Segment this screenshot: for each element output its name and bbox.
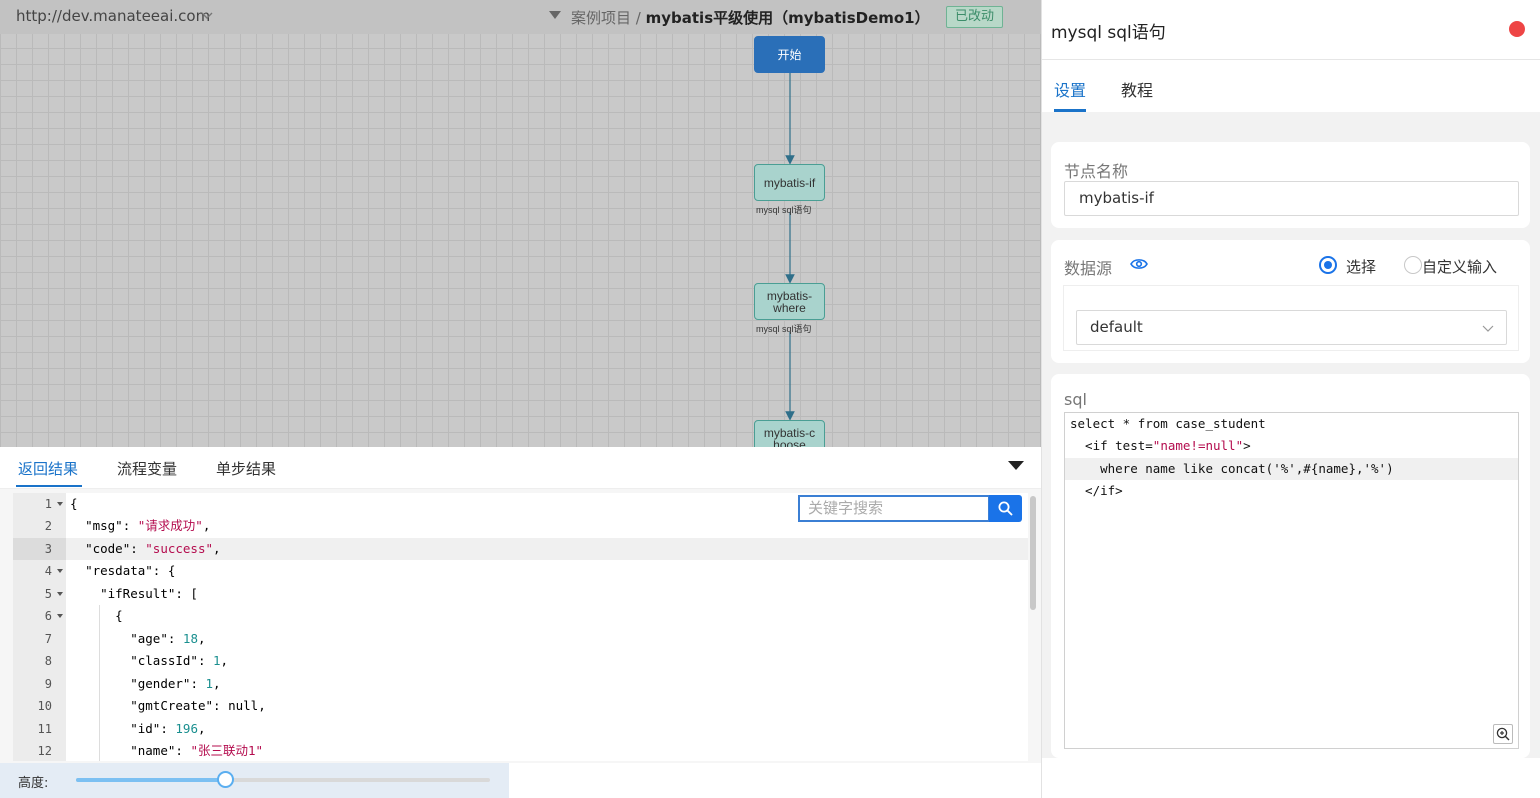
line-number: 3 — [13, 538, 66, 560]
breadcrumb-project[interactable]: 案例项目 — [571, 9, 632, 27]
keyword-search-input[interactable]: 关键字搜索 — [798, 495, 990, 522]
code-line: "ifResult": [ — [100, 586, 198, 601]
sql-line: <if test="name!=null"> — [1070, 438, 1251, 453]
code-line: "classId": 1, — [130, 653, 229, 668]
height-slider-thumb[interactable] — [217, 771, 235, 788]
active-tab-indicator — [1054, 109, 1086, 112]
result-tabs: 返回结果 流程变量 单步结果 — [0, 447, 1041, 489]
search-button[interactable] — [989, 495, 1022, 522]
line-number: 11 — [37, 722, 52, 736]
node-name-input[interactable]: mybatis-if — [1064, 181, 1519, 216]
code-line: { — [70, 496, 78, 511]
breadcrumb-collapse-icon[interactable] — [549, 11, 561, 19]
flow-node-mybatis-where[interactable]: mybatis-where — [754, 283, 825, 320]
fold-arrow-icon[interactable] — [57, 592, 63, 596]
fold-arrow-icon[interactable] — [57, 569, 63, 573]
node-name-label: 节点名称 — [1064, 162, 1129, 181]
flow-node-mybatis-choose[interactable]: mybatis-choose — [754, 420, 825, 447]
editor-scrollbar[interactable] — [1030, 496, 1036, 610]
line-number: 9 — [44, 677, 52, 691]
sql-line: select * from case_student — [1070, 416, 1266, 431]
indent-guide — [99, 605, 100, 761]
code-line: "gender": 1, — [130, 676, 221, 691]
node-name-card: 节点名称 mybatis-if — [1051, 142, 1530, 228]
radio-custom-label[interactable]: 自定义输入 — [1422, 258, 1498, 276]
datasource-label: 数据源 — [1064, 259, 1113, 278]
datasource-card: 数据源 选择 自定义输入 default — [1051, 240, 1530, 363]
status-badge: 已改动 — [946, 6, 1004, 28]
flow-node-start[interactable]: 开始 — [754, 36, 825, 73]
code-line: "code": "success", — [66, 538, 1028, 560]
tab-flow-variables[interactable]: 流程变量 — [117, 460, 178, 478]
line-number: 10 — [37, 699, 52, 713]
flow-node-subtitle: mysql sql语句 — [756, 205, 812, 215]
zoom-in-icon[interactable] — [1493, 724, 1513, 744]
line-number: 1 — [13, 493, 66, 515]
line-number: 6 — [13, 605, 66, 627]
flow-node-label: mybatis-where — [766, 288, 813, 315]
radio-custom-input[interactable] — [1404, 256, 1422, 274]
radio-select[interactable] — [1319, 256, 1337, 274]
flow-node-label: mybatis-choose — [763, 426, 816, 447]
line-number: 4 — [13, 560, 66, 582]
close-icon[interactable] — [1509, 21, 1525, 37]
panel-title: mysql sql语句 — [1051, 23, 1166, 43]
collapse-triangle-icon[interactable] — [1008, 461, 1024, 470]
line-number: 2 — [44, 519, 52, 533]
flow-edges — [785, 73, 795, 421]
sql-label: sql — [1064, 390, 1087, 409]
tab-return-result[interactable]: 返回结果 — [18, 460, 79, 478]
line-number: 8 — [44, 654, 52, 668]
datasource-select[interactable]: default — [1076, 310, 1507, 345]
divider — [1042, 59, 1540, 60]
line-gutter: 1 2 3 4 5 6 7 8 9 10 11 12 — [13, 493, 66, 761]
flow-node-mybatis-if[interactable]: mybatis-if — [754, 164, 825, 201]
tab-tutorial[interactable]: 教程 — [1121, 81, 1154, 100]
code-line: "gmtCreate": null, — [130, 698, 266, 713]
result-panel: 返回结果 流程变量 单步结果 1 2 3 4 5 6 7 8 9 10 11 1… — [0, 447, 1041, 763]
sql-line: where name like concat('%',#{name},'%') — [1065, 458, 1518, 480]
eye-icon[interactable] — [1130, 257, 1148, 271]
flow-canvas[interactable]: http://dev.manateeai.com 案例项目 / mybatis平… — [0, 0, 1041, 447]
breadcrumb-separator: / — [631, 9, 646, 27]
tab-step-result[interactable]: 单步结果 — [216, 460, 277, 478]
line-number: 12 — [37, 744, 52, 758]
datasource-select-wrapper: default — [1063, 285, 1519, 351]
height-control: 高度: — [0, 763, 509, 798]
env-url[interactable]: http://dev.manateeai.com — [16, 7, 211, 25]
chevron-down-icon — [1482, 325, 1494, 332]
search-icon — [998, 501, 1013, 516]
height-slider-fill — [76, 778, 226, 782]
sql-editor[interactable]: select * from case_student <if test="nam… — [1064, 412, 1519, 749]
flow-node-subtitle: mysql sql语句 — [756, 324, 812, 334]
height-label: 高度: — [18, 776, 49, 791]
chevron-down-icon[interactable] — [201, 9, 213, 21]
tab-settings[interactable]: 设置 — [1054, 81, 1087, 100]
radio-select-label[interactable]: 选择 — [1346, 258, 1377, 276]
line-number: 7 — [44, 632, 52, 646]
fold-arrow-icon[interactable] — [57, 614, 63, 618]
line-number: 5 — [13, 583, 66, 605]
height-slider[interactable] — [76, 771, 490, 788]
code-line: "id": 196, — [130, 721, 206, 736]
active-tab-indicator — [16, 485, 82, 487]
breadcrumb-current: mybatis平级使用（mybatisDemo1） — [645, 9, 930, 27]
top-bar: http://dev.manateeai.com 案例项目 / mybatis平… — [0, 0, 1041, 34]
fold-arrow-icon[interactable] — [57, 502, 63, 506]
sql-card: sql select * from case_student <if test=… — [1051, 374, 1530, 758]
node-settings-panel: mysql sql语句 设置 教程 节点名称 mybatis-if 数据源 选择… — [1041, 0, 1540, 798]
code-line: { — [70, 608, 123, 623]
sql-line: </if> — [1070, 483, 1123, 498]
code-line: "name": "张三联动1" — [130, 743, 264, 758]
datasource-value: default — [1090, 318, 1143, 336]
code-line: "msg": "请求成功", — [85, 518, 211, 533]
code-line: "resdata": { — [85, 563, 176, 578]
breadcrumb: 案例项目 / mybatis平级使用（mybatisDemo1） — [571, 7, 930, 28]
json-viewer[interactable]: 1 2 3 4 5 6 7 8 9 10 11 12 { "msg": "请求成… — [13, 493, 1028, 761]
code-line: "age": 18, — [130, 631, 206, 646]
